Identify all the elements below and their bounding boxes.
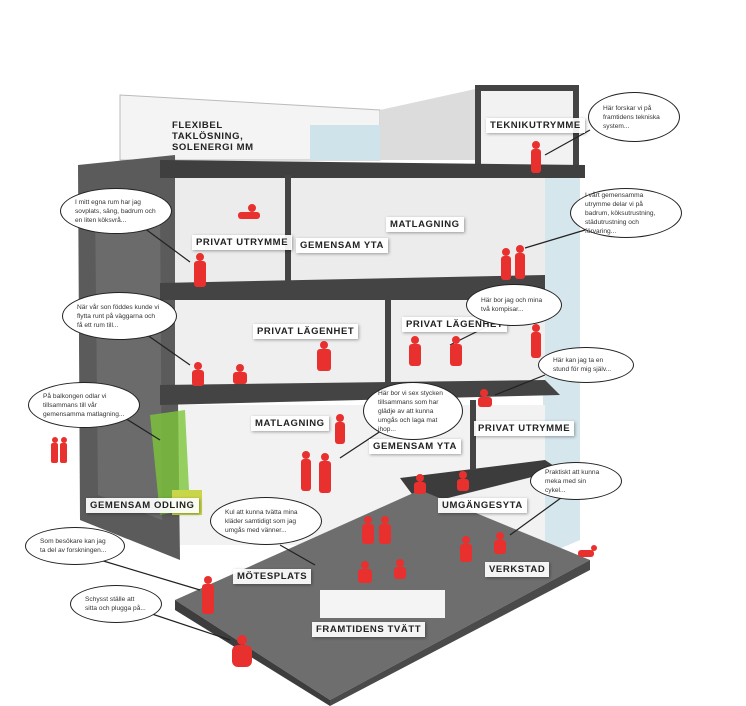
bubble-text: Som besökare kan jag ta del av forskning… bbox=[40, 538, 107, 554]
person-figure bbox=[317, 341, 331, 371]
person-figure bbox=[494, 532, 506, 554]
second-slab bbox=[160, 275, 545, 300]
person-figure bbox=[394, 559, 406, 579]
label-cooking-mid: MATLAGNING bbox=[251, 416, 329, 431]
bubble-text: Här forskar vi på framtidens tekniska sy… bbox=[603, 104, 660, 130]
bubble-text: Här kan jag ta en stund för mig själv... bbox=[553, 357, 612, 373]
person-figure bbox=[51, 437, 58, 463]
bubble-text: Här bor jag och mina två kompisar... bbox=[481, 297, 543, 313]
roof-window bbox=[310, 125, 380, 160]
person-figure bbox=[202, 576, 214, 614]
label-roof: FLEXIBEL TAKLÖSNING, SOLENERGI MM bbox=[172, 120, 254, 153]
person-figure bbox=[233, 364, 247, 384]
bubble-own-room: I mitt egna rum har jag sovplats, säng, … bbox=[60, 188, 172, 234]
people-figures bbox=[51, 141, 597, 667]
person-figure bbox=[460, 536, 472, 562]
garden-plants bbox=[150, 410, 190, 515]
laundry-counter bbox=[320, 590, 445, 618]
person-figure bbox=[501, 248, 511, 280]
person-figure bbox=[515, 245, 525, 279]
bubble-text: Kul att kunna tvätta mina kläder samtidi… bbox=[225, 508, 298, 534]
bubble-son: När vår son föddes kunde vi flytta runt … bbox=[62, 292, 177, 340]
label-common-area-mid: GEMENSAM YTA bbox=[369, 439, 461, 454]
person-figure bbox=[409, 336, 421, 366]
person-figure bbox=[531, 141, 541, 173]
bubble-study: Schysst ställe att sitta och plugga på..… bbox=[70, 585, 162, 623]
person-figure bbox=[414, 474, 426, 494]
bubble-visitor: Som besökare kan jag ta del av forskning… bbox=[25, 527, 125, 565]
bubble-text: Här bor vi sex stycken tillsammans som h… bbox=[378, 389, 443, 433]
bubble-research: Här forskar vi på framtidens tekniska sy… bbox=[588, 92, 680, 142]
person-figure bbox=[60, 437, 67, 463]
bubble-roommates: Här bor jag och mina två kompisar... bbox=[466, 284, 562, 326]
label-common-area-top: GEMENSAM YTA bbox=[296, 238, 388, 253]
person-figure bbox=[232, 635, 252, 667]
label-private-room-top: PRIVAT UTRYMME bbox=[192, 235, 293, 250]
label-private-room-mid: PRIVAT UTRYMME bbox=[474, 421, 575, 436]
bubble-laundry: Kul att kunna tvätta mina kläder samtidi… bbox=[210, 497, 322, 545]
label-apartment-left: PRIVAT LÄGENHET bbox=[253, 324, 359, 339]
person-figure bbox=[531, 324, 541, 358]
bubble-text: På balkongen odlar vi tillsammans till v… bbox=[43, 392, 125, 418]
top-floor bbox=[175, 172, 545, 290]
bubble-alone: Här kan jag ta en stund för mig själv... bbox=[538, 347, 634, 383]
bubble-text: Schysst ställe att sitta och plugga på..… bbox=[85, 596, 146, 612]
label-laundry: FRAMTIDENS TVÄTT bbox=[312, 622, 426, 637]
bubble-shared-space: I vårt gemensamma utrymme delar vi på ba… bbox=[570, 188, 682, 238]
person-figure bbox=[379, 516, 391, 544]
person-figure bbox=[362, 516, 374, 544]
label-garden: GEMENSAM ODLING bbox=[86, 498, 199, 513]
person-figure bbox=[238, 204, 260, 219]
person-figure bbox=[358, 561, 372, 583]
bubble-bike: Praktiskt att kunna meka med sin cykel..… bbox=[530, 462, 622, 500]
bubble-text: I vårt gemensamma utrymme delar vi på ba… bbox=[585, 191, 656, 235]
bubble-text: I mitt egna rum har jag sovplats, säng, … bbox=[75, 198, 156, 224]
person-figure bbox=[301, 451, 311, 491]
person-figure bbox=[319, 453, 331, 493]
label-tech: TEKNIKUTRYMME bbox=[486, 118, 585, 133]
label-social: UMGÄNGESYTA bbox=[438, 498, 527, 513]
label-meeting: MÖTESPLATS bbox=[233, 569, 312, 584]
bubble-text: Praktiskt att kunna meka med sin cykel..… bbox=[545, 468, 600, 494]
label-workshop: VERKSTAD bbox=[485, 562, 550, 577]
top-slab bbox=[160, 160, 585, 178]
roof-wall bbox=[380, 88, 480, 160]
third-slab bbox=[160, 380, 560, 405]
social-platform bbox=[400, 460, 560, 505]
dog-figure bbox=[578, 545, 597, 557]
person-figure bbox=[450, 336, 462, 366]
label-apartment-right: PRIVAT LÄGENHET bbox=[402, 317, 508, 332]
bubble-balcony: På balkongen odlar vi tillsammans till v… bbox=[28, 382, 140, 428]
person-figure bbox=[192, 362, 204, 386]
person-figure bbox=[457, 471, 469, 491]
person-figure bbox=[335, 414, 345, 444]
bubble-six: Här bor vi sex stycken tillsammans som h… bbox=[363, 382, 463, 440]
label-cooking-top: MATLAGNING bbox=[386, 217, 464, 232]
person-figure bbox=[194, 253, 206, 287]
person-figure bbox=[478, 389, 492, 407]
bubble-text: När vår son föddes kunde vi flytta runt … bbox=[77, 303, 160, 329]
